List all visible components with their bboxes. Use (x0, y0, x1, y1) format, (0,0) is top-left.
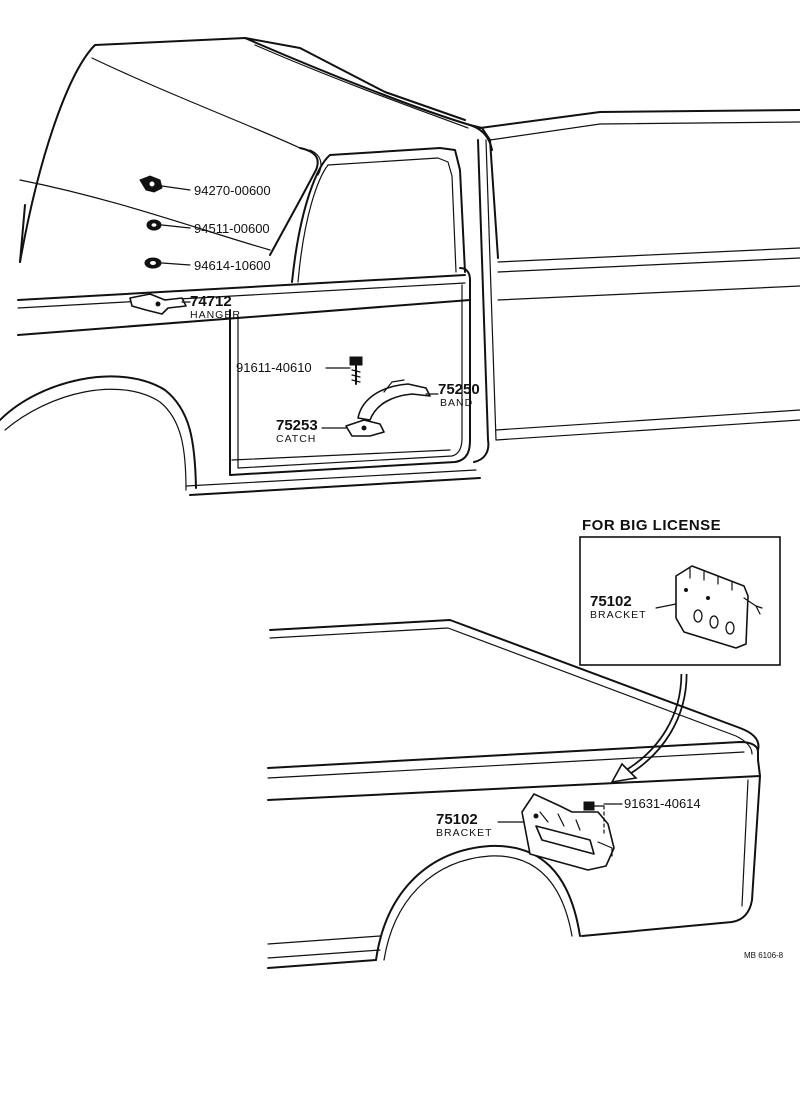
arrow-icon (610, 673, 688, 784)
label-74712-name: HANGER (190, 309, 241, 321)
license-bracket-icon (521, 793, 615, 871)
label-inset-75102-number: 75102 (590, 593, 632, 610)
leader-94614 (161, 262, 191, 266)
screw-icon (583, 801, 605, 837)
leader-94270 (161, 185, 191, 191)
label-75102-number: 75102 (436, 811, 478, 828)
label-91611: 91611-40610 (236, 360, 312, 375)
label-75250-name: BAND (440, 397, 473, 409)
inset-box (579, 536, 781, 666)
label-75250-number: 75250 (438, 381, 480, 398)
label-94270: 94270-00600 (194, 183, 271, 198)
upper-vehicle-outline (0, 37, 800, 496)
lock-washer-icon (146, 219, 162, 231)
leader-inset-75102 (655, 603, 677, 609)
label-94614: 94614-10600 (194, 258, 271, 273)
flat-washer-icon (144, 257, 162, 269)
label-94511: 94511-00600 (194, 221, 270, 236)
label-91631: 91631-40614 (624, 796, 701, 811)
lower-vehicle-outline (267, 619, 761, 969)
big-license-bracket-icon (675, 565, 763, 649)
leader-94511 (161, 224, 191, 229)
label-75253-number: 75253 (276, 417, 318, 434)
label-inset-75102-name: BRACKET (590, 609, 647, 621)
hanger-part-icon (129, 293, 187, 315)
drawing-code: MB 6106-8 (744, 951, 784, 960)
band-part-icon (357, 379, 431, 421)
bolt-icon (349, 356, 363, 385)
wing-nut-icon (139, 175, 163, 193)
label-75253-name: CATCH (276, 433, 316, 445)
inset-title: FOR BIG LICENSE (582, 517, 721, 534)
catch-part-icon (345, 419, 385, 437)
label-75102-name: BRACKET (436, 827, 493, 839)
label-74712-number: 74712 (190, 293, 232, 310)
